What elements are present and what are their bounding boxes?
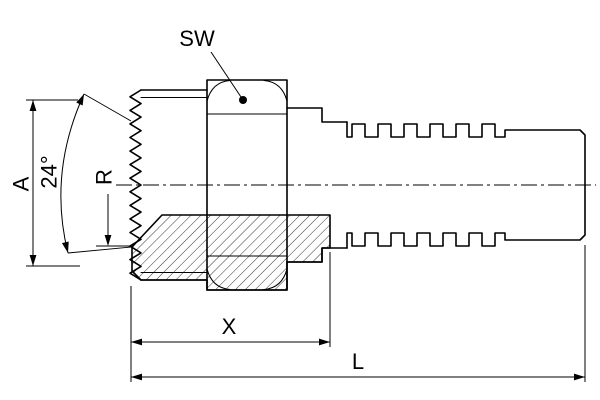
dimension-a-lines <box>26 99 80 267</box>
sw-callout: SW <box>179 26 247 104</box>
sw-leader-dot <box>239 96 247 104</box>
dimension-l: L <box>131 245 586 382</box>
collar-top <box>286 107 348 123</box>
label-r: R <box>92 169 117 185</box>
radius-arrow <box>104 235 112 246</box>
angle-dimension-24deg: 24° <box>37 93 132 254</box>
label-cone-angle: 24° <box>37 155 62 188</box>
label-l: L <box>352 349 364 374</box>
dimension-l-lines <box>131 245 586 382</box>
dimension-a-arrow-bottom <box>29 255 37 266</box>
angle-arrow-top <box>76 94 84 106</box>
cone-extension-lines <box>67 93 132 254</box>
sw-leader-line <box>210 51 242 98</box>
angle-arrow-bottom <box>61 241 69 253</box>
label-x: X <box>222 314 237 339</box>
label-a: A <box>9 176 34 191</box>
dimension-x-arrow-right <box>319 338 330 346</box>
dimension-a: A <box>9 99 80 267</box>
radius-dimension-lines <box>96 194 130 247</box>
dimension-a-arrow-top <box>29 100 37 111</box>
angle-arc <box>60 93 85 254</box>
barb-and-tube-profile <box>346 121 586 249</box>
label-sw: SW <box>179 26 215 51</box>
radius-dimension-r: R <box>92 169 130 247</box>
dimension-l-arrow-right <box>574 373 585 381</box>
dimension-x-lines <box>130 252 331 382</box>
section-hatching <box>131 214 331 291</box>
dimension-x: X <box>130 252 331 382</box>
dimension-l-arrow-left <box>131 373 142 381</box>
dimension-x-arrow-left <box>131 338 142 346</box>
